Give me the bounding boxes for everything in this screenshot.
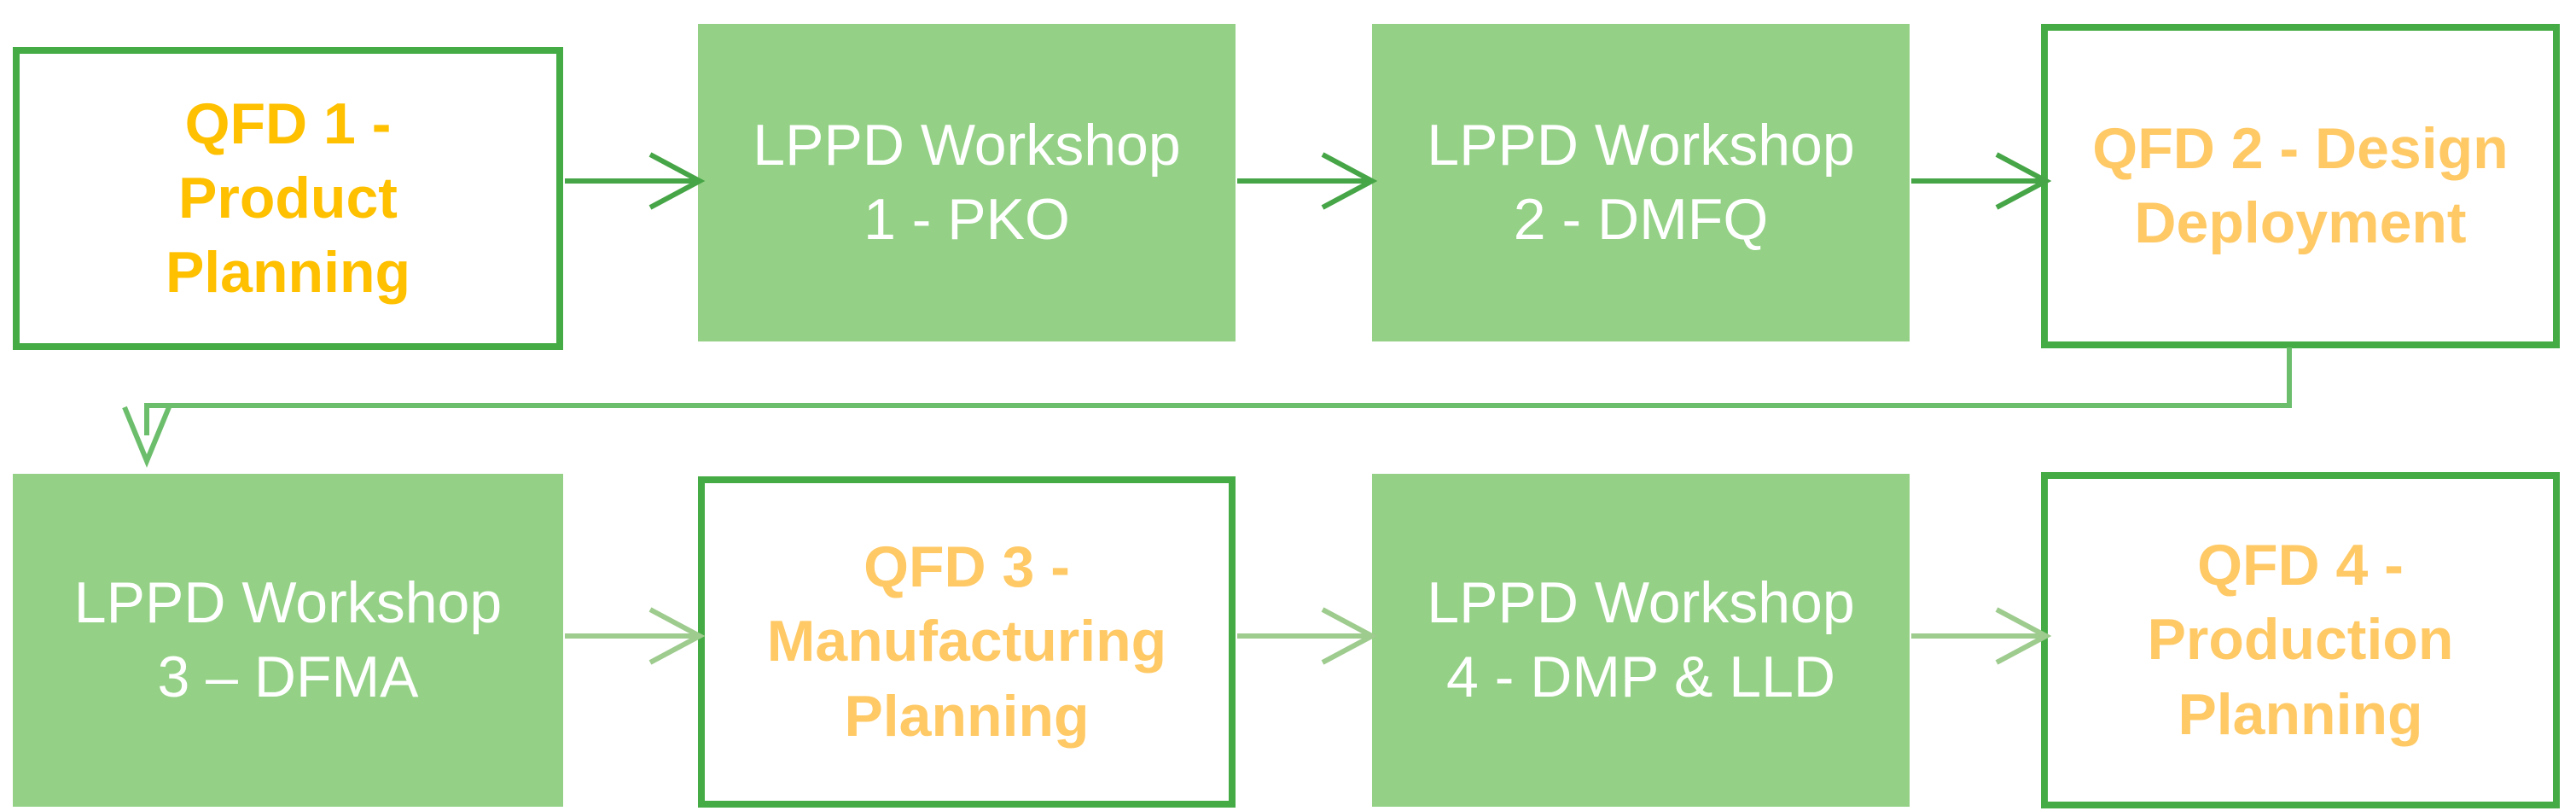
arrow-qfd1-to-lppd1-icon <box>565 152 706 210</box>
box-label: LPPD Workshop 1 - PKO <box>753 112 1181 252</box>
box-qfd-1-product-planning: QFD 1 - Product Planning <box>13 47 563 350</box>
box-lppd-workshop-2-dmfq: LPPD Workshop 2 - DMFQ <box>1372 24 1910 341</box>
box-label: LPPD Workshop 2 - DMFQ <box>1427 112 1855 252</box>
box-label: QFD 4 - Production Planning <box>2147 533 2454 747</box>
box-lppd-workshop-3-dfma: LPPD Workshop 3 – DFMA <box>13 474 563 807</box>
box-label: LPPD Workshop 4 - DMP & LLD <box>1427 569 1855 709</box>
box-qfd-3-manufacturing-planning: QFD 3 - Manufacturing Planning <box>698 476 1236 808</box>
box-qfd-4-production-planning: QFD 4 - Production Planning <box>2041 472 2560 808</box>
box-label: QFD 1 - Product Planning <box>165 90 411 306</box>
box-label: QFD 2 - Design Deployment <box>2092 115 2509 255</box>
arrow-lppd3-to-qfd3-icon <box>565 607 706 665</box>
box-label: QFD 3 - Manufacturing Planning <box>766 534 1167 749</box>
arrow-lppd2-to-qfd2-icon <box>1911 152 2052 210</box>
box-qfd-2-design-deployment: QFD 2 - Design Deployment <box>2041 24 2560 348</box>
box-lppd-workshop-4-dmp-lld: LPPD Workshop 4 - DMP & LLD <box>1372 474 1910 807</box>
arrow-lppd1-to-lppd2-icon <box>1237 152 1378 210</box>
elbow-arrow-qfd2-to-lppd3-icon <box>122 347 2292 468</box>
box-label: LPPD Workshop 3 – DFMA <box>73 569 503 709</box>
box-lppd-workshop-1-pko: LPPD Workshop 1 - PKO <box>698 24 1236 341</box>
arrow-lppd4-to-qfd4-icon <box>1911 607 2052 665</box>
arrow-qfd3-to-lppd4-icon <box>1237 607 1378 665</box>
